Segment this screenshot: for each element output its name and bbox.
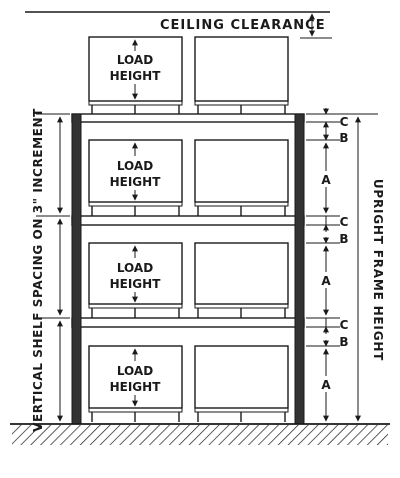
dim-a-label-3: A bbox=[321, 378, 331, 392]
beam-3 bbox=[71, 317, 305, 328]
beam-1 bbox=[71, 113, 305, 123]
load-height-label-row1: LOAD HEIGHT bbox=[110, 156, 162, 190]
ceiling-clearance-dimension bbox=[300, 13, 332, 39]
vertical-shelf-spacing-label: VERTICAL SHELF SPACING ON 3" INCREMENT bbox=[31, 108, 45, 432]
dim-b-label-1: B bbox=[339, 131, 348, 145]
load-height-label-top: LOAD HEIGHT bbox=[110, 51, 162, 84]
upright-frame-height-label: UPRIGHT FRAME HEIGHT bbox=[371, 179, 385, 361]
height-text: HEIGHT bbox=[110, 380, 162, 394]
load-row-1 bbox=[88, 139, 289, 216]
dim-b-label-2: B bbox=[339, 232, 348, 246]
upright-right bbox=[294, 113, 305, 425]
floor-hatch bbox=[12, 425, 388, 445]
upright-left bbox=[71, 113, 82, 425]
dim-c-label-2: C bbox=[340, 215, 349, 229]
load-height-label-row2: LOAD HEIGHT bbox=[110, 258, 162, 292]
load-text: LOAD bbox=[117, 53, 153, 67]
dim-c-label-3: C bbox=[340, 318, 349, 332]
dim-a-label-2: A bbox=[321, 274, 331, 288]
load-row-3 bbox=[88, 345, 289, 422]
height-text: HEIGHT bbox=[110, 69, 162, 83]
height-text: HEIGHT bbox=[110, 175, 162, 189]
dim-b-label-3: B bbox=[339, 335, 348, 349]
dim-a-label-1: A bbox=[321, 173, 331, 187]
load-text: LOAD bbox=[117, 261, 153, 275]
beam-2 bbox=[71, 215, 305, 226]
ceiling-clearance-label: CEILING CLEARANCE bbox=[160, 18, 326, 33]
top-load-left bbox=[88, 36, 183, 114]
dim-c-label-1: C bbox=[340, 115, 349, 129]
height-text: HEIGHT bbox=[110, 277, 162, 291]
load-height-label-row3: LOAD HEIGHT bbox=[110, 361, 162, 395]
load-text: LOAD bbox=[117, 159, 153, 173]
vertical-shelf-spacing-dimension bbox=[36, 113, 70, 422]
top-load-right bbox=[194, 36, 289, 114]
load-text: LOAD bbox=[117, 364, 153, 378]
load-row-2 bbox=[88, 242, 289, 318]
